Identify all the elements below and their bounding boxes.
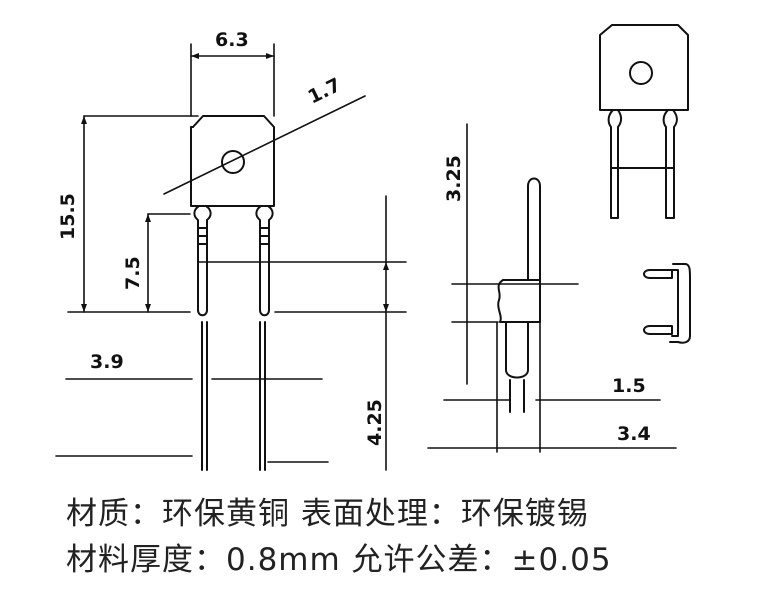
dim-side-small: 1.5 [612,375,646,397]
iso-view-bottom [643,263,691,344]
dim-pin-spacing: 3.9 [90,351,124,373]
iso-view-top [599,24,689,219]
spec-material-line: 材质：环保黄铜 表面处理：环保镀锡 [66,496,589,532]
dim-pin-length: 4.25 [364,399,386,446]
dim-width-top: 6.3 [215,29,249,51]
dim-side-big: 3.4 [617,423,651,445]
side-view-part [497,177,541,413]
spec-thickness-line: 材料厚度：0.8mm 允许公差：±0.05 [66,542,612,578]
dim-hole-diameter: 1.7 [305,74,345,109]
dim-side-length: 3.25 [443,155,465,202]
dim-leg-height: 7.5 [122,256,144,290]
side-dimension-lines [427,123,677,453]
front-view-part [190,115,275,471]
dimension-arrows [81,53,389,312]
front-dimension-lines [55,43,407,471]
dim-overall-height: 15.5 [57,193,79,240]
mounting-hole [221,150,245,174]
